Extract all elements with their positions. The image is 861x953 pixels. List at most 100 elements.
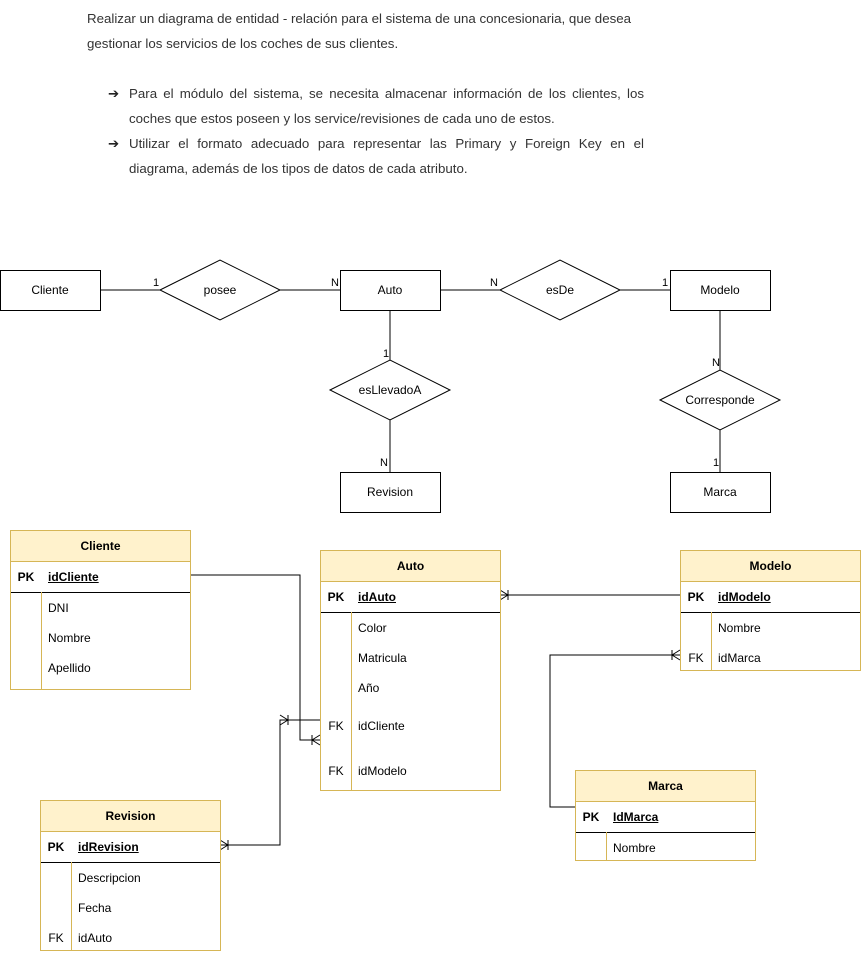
crowfoot-modelo-marca (671, 649, 681, 661)
field-name: Apellido (48, 661, 91, 675)
requirements-list: ➔ Para el módulo del sistema, se necesit… (108, 81, 644, 181)
table-row: FK idCliente (321, 703, 500, 748)
table-title: Revision (41, 801, 220, 832)
table-row: Color (321, 613, 500, 643)
entity-auto-label: Auto (378, 283, 403, 297)
key-label: PK (47, 840, 65, 854)
entity-auto (340, 270, 441, 311)
relation-esllevadoa-label: esLlevadoA (359, 383, 422, 397)
key-divider (351, 612, 352, 790)
cardinality-auto-esde: N (490, 277, 498, 289)
field-name: idAuto (358, 590, 396, 604)
relation-esllevadoa (328, 359, 452, 421)
entity-revision (340, 472, 441, 513)
field-name: idModelo (718, 590, 771, 604)
key-label: FK (328, 763, 344, 778)
key-label: FK (328, 718, 344, 733)
key-divider (41, 592, 42, 689)
field-name: Nombre (48, 631, 91, 645)
table-marca: Marca PK IdMarca Nombre (575, 770, 756, 861)
requirement-item: ➔ Utilizar el formato adecuado para repr… (108, 131, 644, 181)
field-name: idAuto (78, 931, 113, 945)
field-name: DNI (48, 601, 69, 615)
table-row: FK idModelo (321, 748, 500, 793)
field-name: idMarca (718, 651, 761, 665)
cardinality-corresponde-marca: 1 (713, 457, 719, 469)
table-auto: Auto PK idAuto Color Matricula Año FK id… (320, 550, 501, 791)
table-row: Nombre (11, 623, 190, 653)
crowfoot-auto-modelo (499, 589, 509, 601)
field-name: IdMarca (613, 810, 659, 824)
requirement-text: Utilizar el formato adecuado para repres… (129, 136, 644, 176)
table-revision: Revision PK idRevision Descripcion Fecha… (40, 800, 221, 951)
key-label: PK (582, 810, 600, 824)
table-row: Apellido (11, 653, 190, 683)
crowfoot-auto-revision (279, 714, 289, 726)
field-name: Color (358, 621, 387, 635)
table-row: FK idAuto (41, 923, 220, 953)
key-label: FK (688, 651, 704, 665)
table-row-pk: PK idAuto (321, 582, 500, 613)
relation-corresponde (658, 369, 782, 431)
entity-modelo (670, 270, 771, 311)
entity-revision-label: Revision (367, 485, 413, 499)
connector-marca-modelo (549, 654, 680, 808)
table-row: Año (321, 673, 500, 703)
cardinality-cliente-posee: 1 (153, 277, 159, 289)
field-name: idCliente (48, 570, 99, 584)
cardinality-esllevadoa-revision: N (380, 457, 388, 469)
relation-posee (158, 259, 282, 321)
table-row: DNI (11, 593, 190, 623)
table-cliente: Cliente PK idCliente DNI Nombre Apellido (10, 530, 191, 690)
entity-modelo-label: Modelo (700, 283, 740, 297)
table-row: Nombre (681, 613, 860, 643)
field-name: Descripcion (78, 871, 141, 885)
relation-corresponde-label: Corresponde (685, 393, 755, 407)
cardinality-auto-esllevadoa: 1 (383, 348, 389, 360)
arrow-right-icon: ➔ (108, 136, 120, 151)
table-row: FK idMarca (681, 643, 860, 673)
cardinality-posee-auto: N (331, 277, 339, 289)
table-title: Cliente (11, 531, 190, 562)
entity-marca (670, 472, 771, 513)
key-divider (71, 862, 72, 950)
key-label: PK (327, 590, 345, 604)
key-label: PK (687, 590, 705, 604)
connector-auto-revision (220, 719, 320, 846)
table-row: Fecha (41, 893, 220, 923)
connector-cliente-auto (190, 574, 320, 741)
entity-cliente (0, 270, 101, 311)
relation-esde-label: esDe (546, 283, 574, 297)
field-name: Nombre (718, 621, 761, 635)
intro-line-2: gestionar los servicios de los coches de… (87, 36, 399, 51)
relation-esde (498, 259, 622, 321)
field-name: Fecha (78, 901, 112, 915)
table-title: Marca (576, 771, 755, 802)
field-name: idModelo (358, 763, 407, 778)
field-name: idRevision (78, 840, 139, 854)
requirement-item: ➔ Para el módulo del sistema, se necesit… (108, 81, 644, 131)
field-name: Nombre (613, 841, 656, 855)
table-row-pk: PK IdMarca (576, 802, 755, 833)
crowfoot-auto-cliente (311, 734, 321, 746)
field-name: Matricula (358, 651, 407, 665)
key-divider (711, 612, 712, 670)
table-row-pk: PK idRevision (41, 832, 220, 863)
table-row: Nombre (576, 833, 755, 863)
table-modelo: Modelo PK idModelo Nombre FK idMarca (680, 550, 861, 671)
table-row: Descripcion (41, 863, 220, 893)
entity-marca-label: Marca (703, 485, 737, 499)
table-row-pk: PK idModelo (681, 582, 860, 613)
crowfoot-revision (219, 839, 229, 851)
table-row-pk: PK idCliente (11, 562, 190, 593)
cardinality-modelo-corresponde: N (712, 357, 720, 369)
key-label: PK (17, 570, 35, 584)
field-name: idCliente (358, 718, 405, 733)
intro-line-1: Realizar un diagrama de entidad - relaci… (87, 11, 632, 26)
field-name: Año (358, 681, 380, 695)
key-divider (606, 832, 607, 860)
relation-posee-label: posee (204, 283, 237, 297)
entity-cliente-label: Cliente (31, 283, 69, 297)
table-title: Auto (321, 551, 500, 582)
